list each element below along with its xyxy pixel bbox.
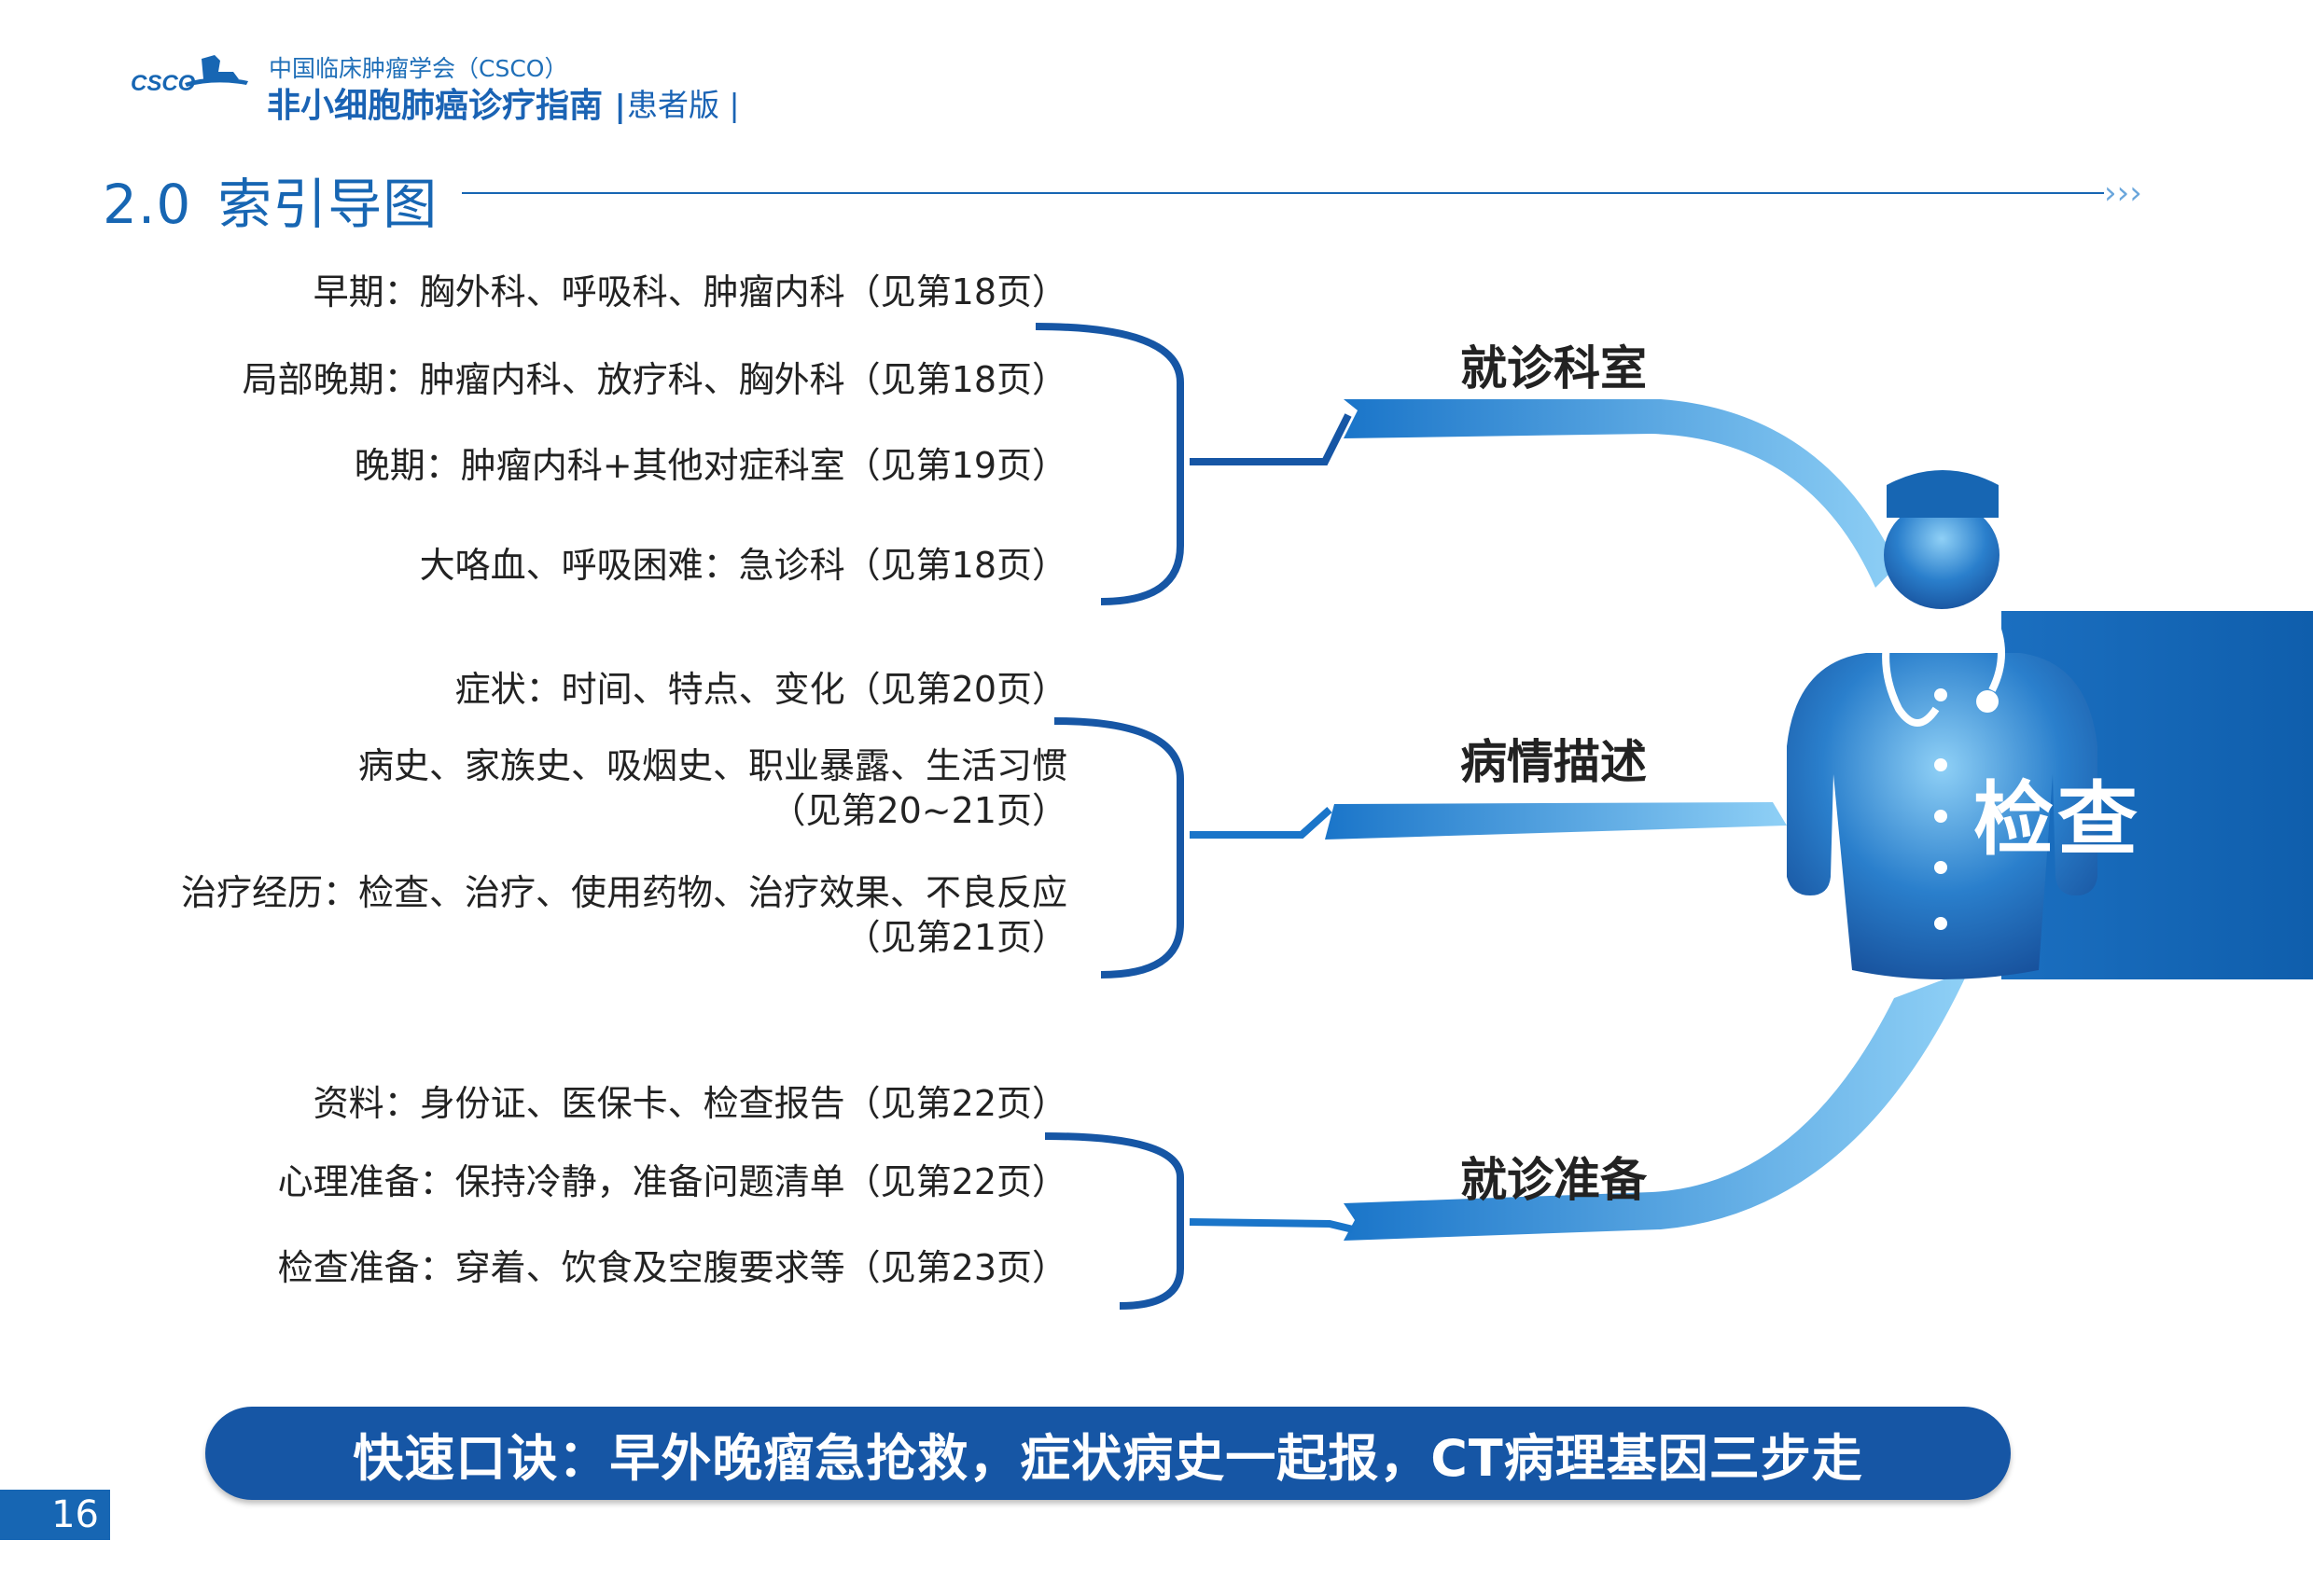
condition-item-treatment-ref: （见第21页） (845, 914, 1067, 961)
branch-label-preparation: 就诊准备 (1460, 1143, 1647, 1210)
branch-band-2 (1325, 802, 1787, 840)
department-item-advanced: 晚期：肿瘤内科+其他对症科室（见第19页） (355, 442, 1067, 489)
department-item-locally-advanced: 局部晚期：肿瘤内科、放疗科、胸外科（见第18页） (243, 356, 1067, 403)
preparation-item-documents: 资料：身份证、医保卡、检查报告（见第22页） (314, 1080, 1067, 1127)
department-item-early: 早期：胸外科、呼吸科、肿瘤内科（见第18页） (314, 269, 1067, 315)
department-item-emergency: 大咯血、呼吸困难：急诊科（见第18页） (420, 542, 1067, 589)
branch-label-condition: 病情描述 (1460, 725, 1647, 792)
branch-label-department: 就诊科室 (1460, 331, 1647, 398)
title-arrow: ››› (2104, 174, 2142, 212)
branch-band-3 (1344, 970, 1969, 1241)
slogan-banner: 快速口诀：早外晚瘤急抢救，症状病史一起报，CT病理基因三步走 (205, 1407, 2011, 1500)
condition-item-history-ref: （见第20~21页） (770, 787, 1067, 834)
branch-band-1 (1344, 399, 1903, 588)
exam-center-label: 检查 (1973, 754, 2141, 870)
connector-2 (1190, 810, 1330, 835)
page-number: 16 (0, 1490, 110, 1540)
preparation-item-exam: 检查准备：穿着、饮食及空腹要求等（见第23页） (278, 1244, 1067, 1291)
condition-item-symptoms: 症状：时间、特点、变化（见第20页） (455, 666, 1067, 713)
connector-1 (1190, 415, 1348, 462)
condition-item-treatment: 治疗经历：检查、治疗、使用药物、治疗效果、不良反应 (181, 869, 1067, 916)
connector-3 (1190, 1222, 1353, 1229)
condition-item-history: 病史、家族史、吸烟史、职业暴露、生活习惯 (358, 742, 1067, 789)
preparation-item-mental: 心理准备：保持冷静，准备问题清单（见第22页） (278, 1159, 1067, 1205)
